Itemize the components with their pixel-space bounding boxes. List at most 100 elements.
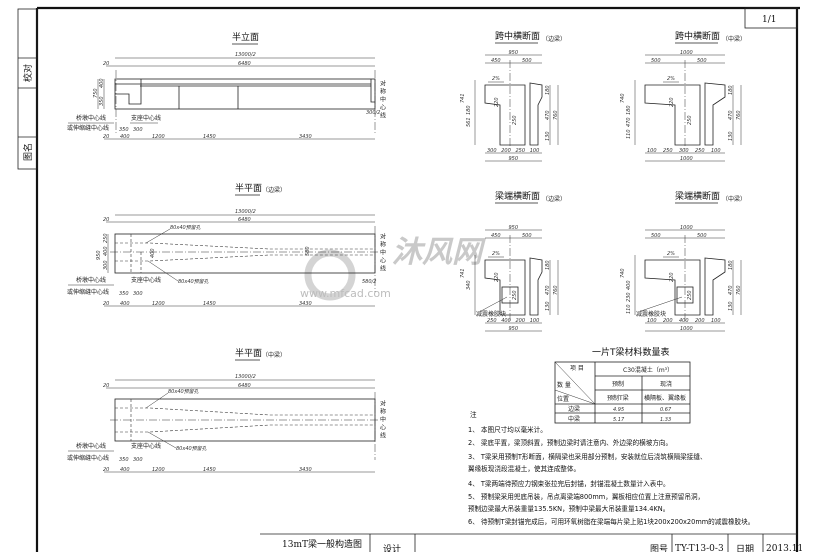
table-sub-precast: 预制T梁 [607,394,629,402]
pier-centerline-label: 桥墩中心线 [76,276,106,284]
dim: 1450 [203,467,216,473]
dim: 580/2 [362,279,376,285]
dim: 470 [728,110,734,120]
dim: 400 [120,467,130,473]
table-group-precast: 预制 [612,380,624,388]
dim: 100 [711,318,721,324]
dim: 340 [466,280,472,290]
dim: 950 [96,250,102,260]
dim: 250 [687,115,693,125]
dim: 300 [133,457,143,463]
dim: 400 [501,318,511,324]
dim: 250 [512,115,518,125]
note-line: 4、 T梁两端待预应力钢束张拉完后封锚，封锚混凝土数量计入表中。 [468,479,670,488]
dim: 350 [119,291,129,297]
section-subtitle: （边梁） [542,35,566,43]
dim: 20 [103,134,109,140]
dim: 760 [553,285,559,295]
dim: 760 [553,110,559,120]
beam-section-left [644,84,701,146]
section-subtitle: （中梁） [722,35,746,43]
dim: 500 [522,233,532,239]
rubber-pad [501,286,519,304]
note-line: 1、 本图尺寸均以毫米计。 [468,425,547,434]
bearing-centerline-label: 支座中心线 [131,442,161,450]
dim-total: 13000/2 [235,209,256,215]
table-row-pos: 中梁 [568,415,580,423]
dim: 100 [530,318,540,324]
note-line: 5、 预制梁采用兜底吊装，吊点离梁端800mm，翼板相应位置上注意预留吊洞， [468,492,704,501]
section-title: 梁端横断面 [495,190,540,202]
table-sub-cast: 横隔板、翼缘板 [644,394,686,402]
slope: 2% [492,76,500,82]
hole-label: 80x40预留孔 [176,445,208,452]
dim: 100 [647,318,657,324]
dim: 110 [626,304,632,314]
dim: 350 [119,457,129,463]
dim: 1450 [203,301,216,307]
leader [640,296,683,312]
dim: 400 [120,134,130,140]
dim: 350 [99,96,105,106]
dim: 1000 [680,225,693,231]
dim: 1000 [680,50,693,56]
dim: 220 [669,272,675,282]
dim: 180 [545,260,551,270]
dim: 750 [93,88,99,98]
dim: 250 [512,290,518,300]
symmetry-label: 对称中心线 [379,232,386,273]
dim: 3430 [299,467,312,473]
dim: 300 [679,148,689,154]
notes: 注 1、 本图尺寸均以毫米计。 2、 梁底平置，梁顶斜置，预制边梁时请注意内、外… [468,410,754,526]
beam-section-right [704,257,726,316]
dim: 400 [103,246,109,256]
dim: 180 [466,105,472,115]
table-corner-item: 项 目 [570,365,584,372]
table-corner-pos: 位置 [557,395,569,403]
dim: 130 [728,131,734,141]
dim: 470 [545,285,551,295]
dim: 741 [460,268,466,278]
dim: 6480 [238,217,251,223]
dim: 20 [103,61,109,67]
beam-section-right [529,257,543,316]
table-title: 一片T梁材料数量表 [592,346,670,358]
dim-total: 13000/2 [235,374,256,380]
dim: 400 [99,78,105,88]
section-title: 跨中横断面 [675,30,720,42]
dim: 760 [736,110,742,120]
bearing-centerline-label: 支座中心线 [131,114,161,122]
symmetry-label: 对称中心线 [379,79,386,120]
note-line: 预制边梁最大吊装重量135.5KN，预制中梁最大吊装重量134.4KN。 [468,504,669,513]
dim: 500 [697,58,707,64]
joint-centerline-label: 或伸缩缝中心线 [67,454,109,462]
dim: 400 [626,280,632,290]
pad-label: 减震橡胶块 [636,310,666,318]
dim: 1000 [680,156,693,162]
dim: 400 [120,301,130,307]
dim: 470 [728,285,734,295]
dim: 300 [133,127,143,133]
note-line: 3、 T梁采用预制T形断面，横隔梁也采用部分预制，安装就位后浇筑横隔梁接缝、 [468,452,707,461]
note-line: 翼缘板现浇段混凝土，使其连成整体。 [468,464,580,473]
beam-section-left [484,84,526,146]
table-corner-qty: 数 量 [557,381,571,389]
dim: 6480 [238,383,251,389]
dim: 561 [466,117,472,127]
dim: 350 [119,127,129,133]
drawing-no: TY-T13-0-3 [675,544,724,552]
dim: 200 [516,318,526,324]
table-row-pos: 边梁 [568,405,580,413]
table-group-cast: 现浇 [660,380,672,388]
section-subtitle: （中梁） [722,195,746,203]
table-cell: 4.95 [613,407,624,413]
dim: 3430 [299,134,312,140]
dim: 230 [626,292,632,302]
dim: 20 [103,467,109,473]
title-block: 13mT梁一般构造图 设计 图号 TY-T13-0-3 日期 2013.11 [260,533,803,552]
dim: 500 [651,233,661,239]
joint-centerline-label: 或伸缩缝中心线 [67,124,109,132]
